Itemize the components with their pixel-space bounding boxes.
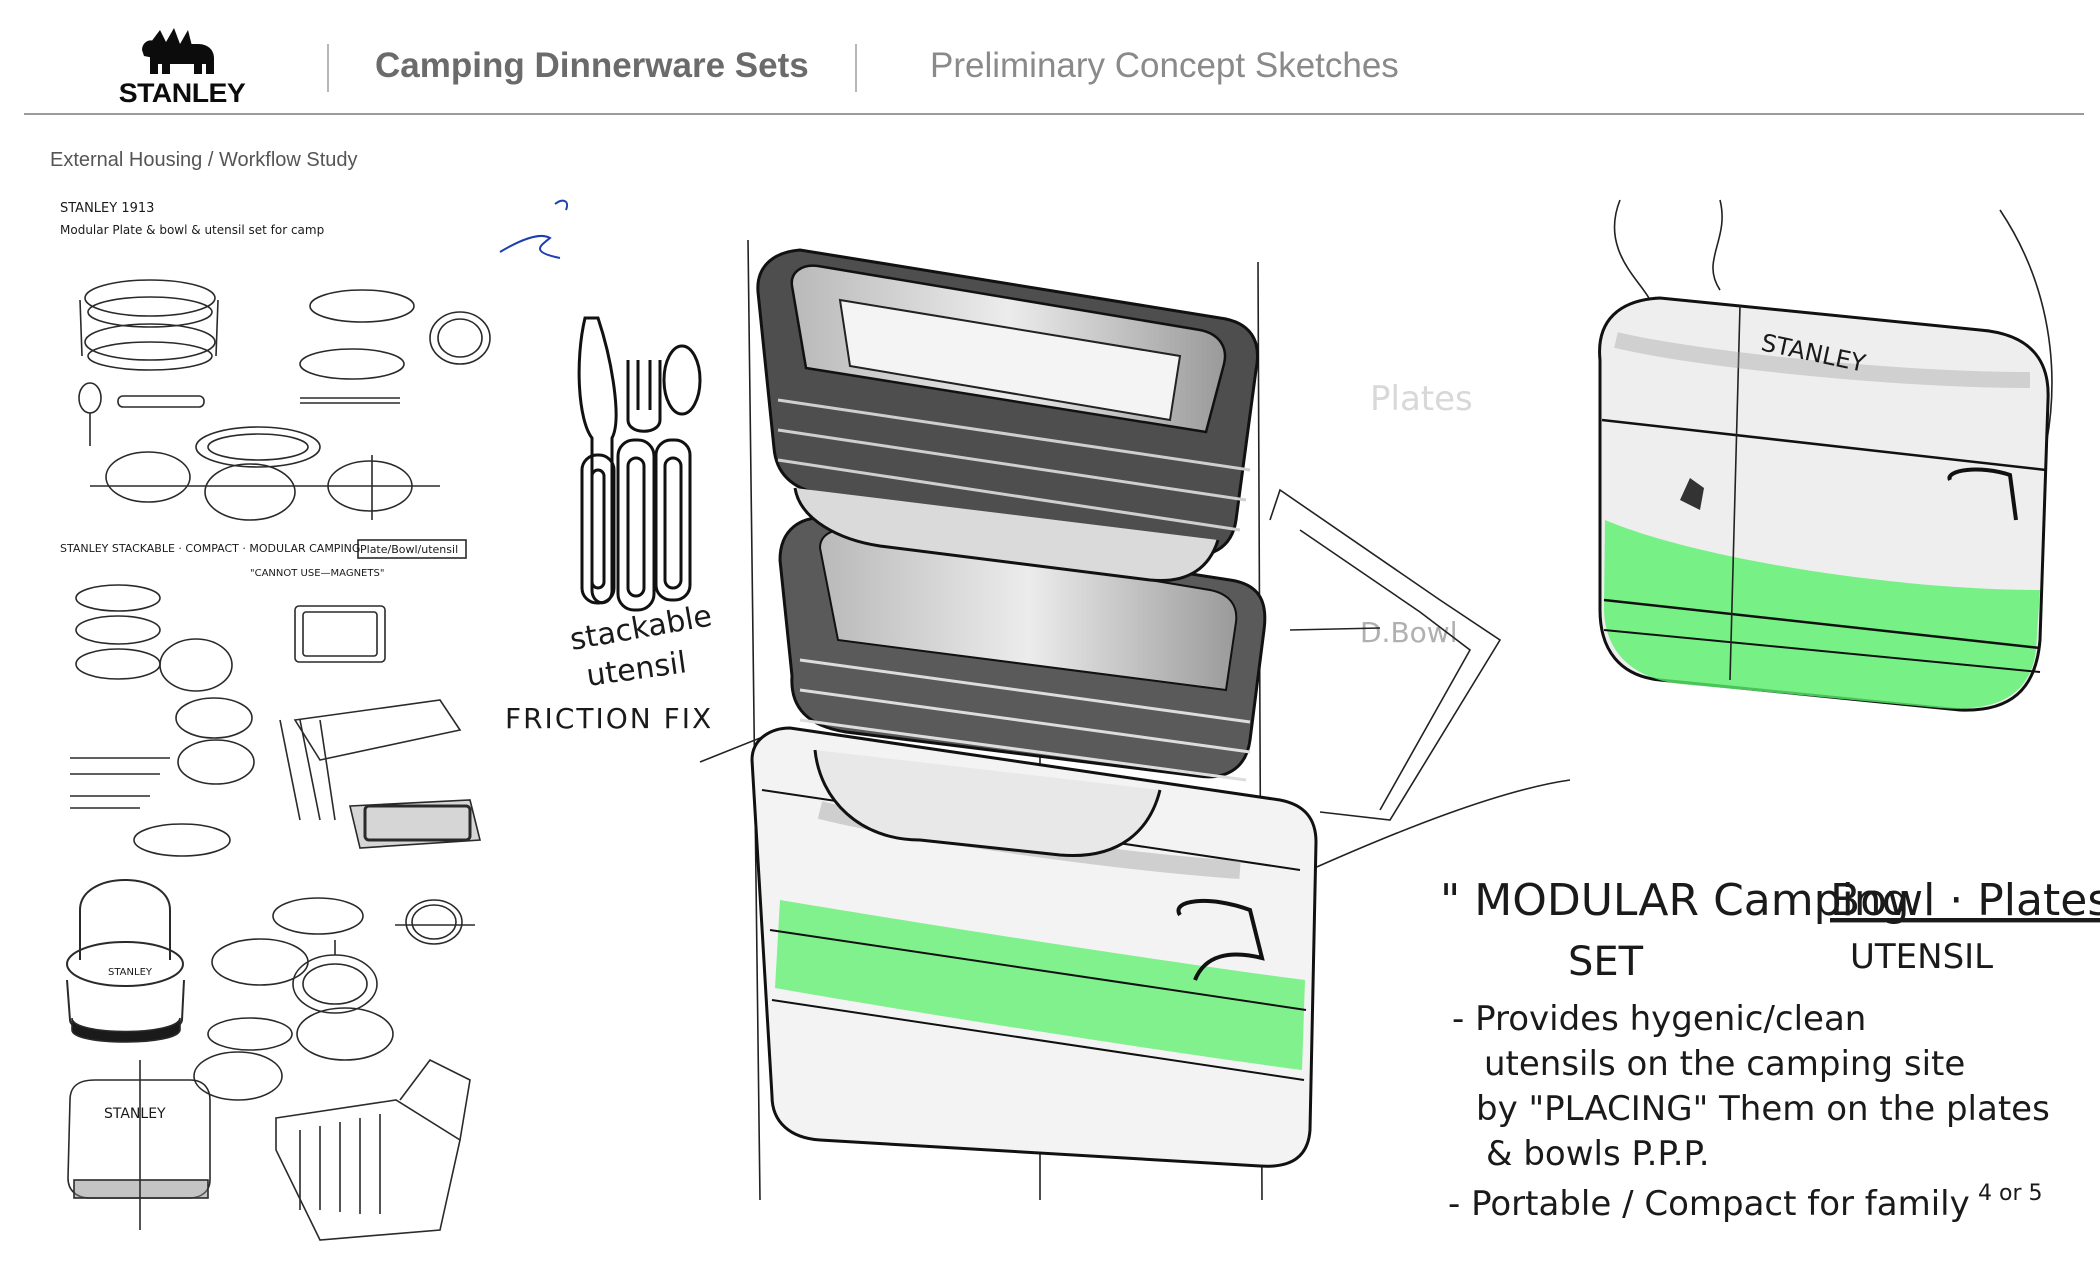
header-divider — [855, 44, 857, 92]
panel-note-3: "CANNOT USE—MAGNETS" — [250, 568, 384, 579]
scribble — [499, 234, 561, 259]
headline-utensil: UTENSIL — [1850, 937, 1993, 977]
lunchbox-brand: STANLEY — [104, 1106, 166, 1122]
header-divider — [327, 44, 329, 92]
friction-fix-label: FRICTION FIX — [505, 702, 713, 735]
headline-set: SET — [1568, 939, 1644, 985]
headline-line-1b: Bowl · Plates " — [1830, 875, 2100, 926]
panel-box-label: Plate/Bowl/utensil — [360, 543, 458, 556]
panel-title-1: STANLEY 1913 — [60, 201, 154, 216]
bullet-1d: & bowls P.P.P. — [1486, 1134, 1710, 1174]
bullet-1b: utensils on the camping site — [1484, 1044, 1965, 1084]
plates-faint-label: Plates — [1370, 379, 1473, 419]
family-size-note: 4 or 5 — [1978, 1181, 2043, 1206]
stackable-label: stackable — [567, 599, 714, 658]
headline-line-1: " MODULAR Camping — [1440, 875, 1910, 926]
bowl-faint-label: D.Bowl — [1360, 616, 1457, 649]
panel-note-2: STANLEY STACKABLE · COMPACT · MODULAR CA… — [60, 542, 360, 555]
basket-brand: STANLEY — [108, 967, 153, 978]
stanley-logo: STANLEY — [108, 24, 256, 108]
section-label: External Housing / Workflow Study — [50, 149, 358, 171]
utensil-set-sketch — [577, 316, 702, 612]
page-header: STANLEY Camping Dinnerware Sets Prelimin… — [0, 0, 2100, 116]
bullet-2: - Portable / Compact for family — [1448, 1184, 1970, 1224]
page-subtitle: Preliminary Concept Sketches — [930, 46, 1399, 85]
closed-box-sketch — [1598, 199, 2053, 712]
bear-icon — [142, 28, 214, 74]
thumbnail-sketches — [66, 279, 491, 1241]
brand-wordmark: STANLEY — [118, 78, 246, 108]
bullet-1c: by "PLACING" Them on the plates — [1476, 1089, 2050, 1129]
page-title: Camping Dinnerware Sets — [375, 46, 809, 85]
bullet-1a: - Provides hygenic/clean — [1452, 999, 1866, 1039]
panel-note-1: Modular Plate & bowl & utensil set for c… — [60, 223, 324, 237]
header-rule — [24, 113, 2084, 115]
main-stack-sketch — [699, 239, 1571, 1201]
scribble — [554, 199, 568, 211]
